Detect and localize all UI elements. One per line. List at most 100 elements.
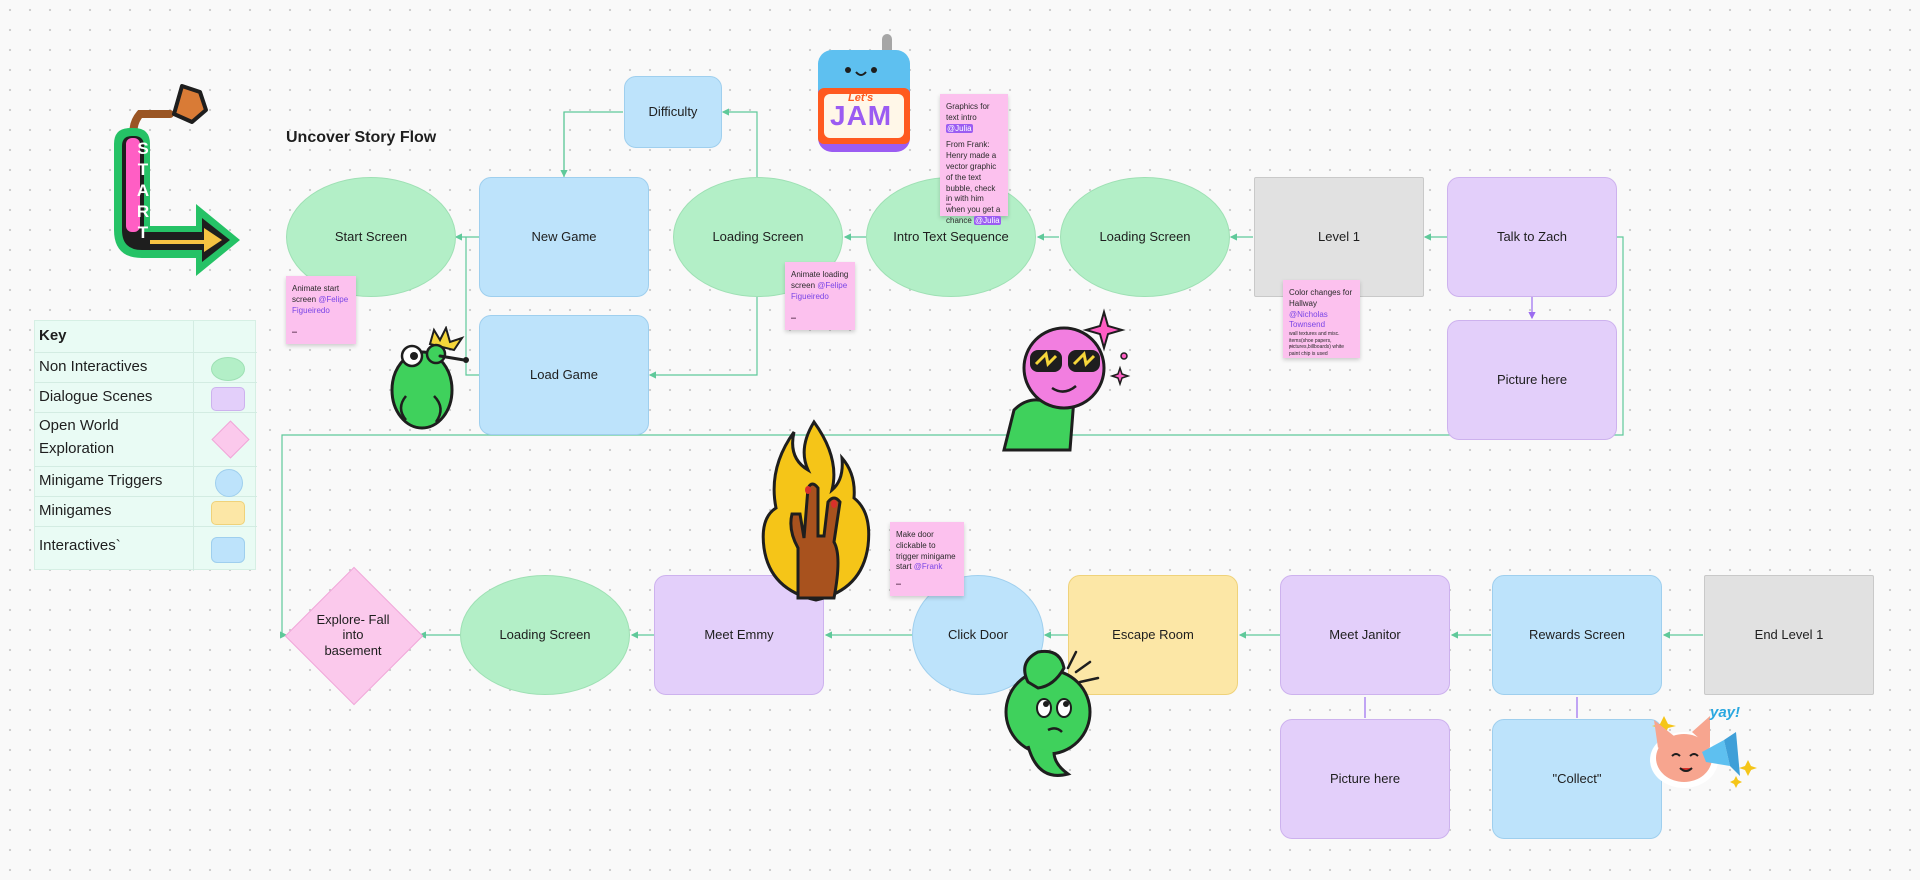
frog-crown-sticker[interactable]: [376, 326, 472, 432]
cool-sunglasses-sticker[interactable]: [1000, 306, 1140, 452]
start-letter: T: [137, 223, 149, 242]
sticky-author: ▬: [896, 581, 901, 588]
node-label: Loading Screen: [499, 626, 591, 642]
key-swatch-ellipse: [211, 357, 245, 381]
node-label: End Level 1: [1754, 626, 1824, 642]
node-loading-screen-2[interactable]: Loading Screen: [1060, 177, 1230, 297]
node-label: Talk to Zach: [1496, 228, 1568, 244]
key-swatch-circle: [215, 469, 243, 497]
key-label: Dialogue Scenes: [39, 388, 153, 405]
node-difficulty[interactable]: Difficulty: [624, 76, 722, 148]
node-label: Intro Text Sequence: [893, 228, 1009, 244]
key-divider: [193, 321, 194, 571]
node-label: Difficulty: [648, 103, 698, 119]
diagram-title: Uncover Story Flow: [286, 129, 437, 146]
sticky-mention-2: @Julia: [974, 215, 1001, 225]
node-explore-fall[interactable]: Explore- Fall into basement: [284, 566, 424, 706]
sticky-small-text: wall textures and misc. items(shoe paper…: [1289, 331, 1345, 357]
sticky-mention: @Nicholas Townsend: [1289, 309, 1328, 330]
flame-rock-hand-sticker[interactable]: [758, 418, 874, 604]
key-title: Key: [39, 327, 67, 344]
sticky-text: Animate start screen: [292, 284, 340, 304]
key-swatch-rect: [211, 387, 245, 411]
node-end-level-1[interactable]: End Level 1: [1704, 575, 1874, 695]
node-label: Level 1: [1318, 228, 1360, 244]
start-sign-letters: S T A R T: [130, 138, 156, 243]
sticky-mention: @Frank: [913, 562, 943, 572]
sticky-text: Animate loading screen: [791, 270, 849, 290]
node-intro-text-sequence[interactable]: Intro Text Sequence: [866, 177, 1036, 297]
node-label: Rewards Screen: [1528, 626, 1626, 642]
key-swatch-rect: [211, 501, 245, 525]
node-rewards-screen[interactable]: Rewards Screen: [1492, 575, 1662, 695]
node-meet-emmy[interactable]: Meet Emmy: [654, 575, 824, 695]
node-label: Picture here: [1329, 770, 1401, 786]
node-label: Loading Screen: [1099, 228, 1191, 244]
connector-newgame-difficulty: [563, 111, 623, 177]
jam-jar-sticker[interactable]: [814, 32, 914, 156]
connector-loading-difficulty: [721, 108, 758, 177]
node-label: Explore- Fall into basement: [316, 611, 390, 658]
sticky-mention: @Felipe Figueiredo: [791, 280, 848, 301]
key-label: Open World Exploration: [39, 417, 119, 457]
node-label: Start Screen: [334, 228, 408, 244]
node-label: Meet Janitor: [1329, 626, 1401, 642]
sticky-animate-start[interactable]: Animate start screen @Felipe Figueiredo …: [286, 276, 356, 344]
node-talk-to-zach[interactable]: Talk to Zach: [1447, 177, 1617, 297]
start-letter: S: [137, 139, 149, 158]
yay-cat-sticker[interactable]: [1640, 686, 1760, 794]
node-label: New Game: [531, 228, 597, 244]
start-letter: A: [136, 181, 150, 200]
node-loading-screen-1[interactable]: Loading Screen: [673, 177, 843, 297]
jam-jar-main-text: JAM: [830, 100, 893, 131]
start-letter: R: [136, 202, 150, 221]
sticky-author: ▬: [946, 201, 951, 208]
key-row-minigame-triggers: Minigame Triggers: [35, 467, 257, 497]
node-label: Picture here: [1496, 371, 1568, 387]
key-legend[interactable]: Key Non Interactives Dialogue Scenes Ope…: [34, 320, 257, 571]
node-label: Load Game: [530, 366, 598, 382]
node-collect[interactable]: "Collect": [1492, 719, 1662, 839]
connector-loading-loadgame: [648, 297, 758, 379]
sticky-text: Graphics for text intro: [946, 102, 990, 122]
sticky-text: Color changes for Hallway: [1289, 288, 1353, 308]
yay-text: yay!: [1710, 704, 1741, 721]
node-load-game[interactable]: Load Game: [479, 315, 649, 435]
key-row-interactives: Interactives`: [35, 527, 257, 571]
node-label: Click Door: [948, 626, 1008, 642]
key-swatch-diamond: [211, 420, 250, 459]
key-label: Interactives`: [39, 537, 121, 554]
key-label: Minigame Triggers: [39, 472, 163, 489]
sticky-text: Make door clickable to trigger minigame …: [896, 530, 956, 572]
node-escape-room[interactable]: Escape Room: [1068, 575, 1238, 695]
key-row-non-interactives: Non Interactives: [35, 353, 257, 383]
sticky-animate-loading[interactable]: Animate loading screen @Felipe Figueired…: [785, 262, 855, 330]
sticky-mention: @Felipe Figueiredo: [292, 294, 349, 315]
jam-jar-small-text: Let's: [848, 92, 874, 104]
node-level-1[interactable]: Level 1: [1254, 177, 1424, 297]
sticky-color-changes[interactable]: Color changes for Hallway @Nicholas Town…: [1283, 280, 1360, 358]
node-label: "Collect": [1552, 770, 1602, 786]
thinking-green-sticker[interactable]: [998, 642, 1102, 784]
sticky-author: ▬: [292, 329, 297, 336]
node-picture-here-2[interactable]: Picture here: [1280, 719, 1450, 839]
sticky-mention: @Julia: [946, 123, 973, 133]
key-label: Non Interactives: [39, 358, 148, 375]
node-picture-here-1[interactable]: Picture here: [1447, 320, 1617, 440]
node-label: Meet Emmy: [704, 626, 774, 642]
key-row-minigames: Minigames: [35, 497, 257, 527]
key-row-dialogue: Dialogue Scenes: [35, 383, 257, 413]
key-row-open-world: Open World Exploration: [35, 413, 257, 467]
node-new-game[interactable]: New Game: [479, 177, 649, 297]
node-label: Loading Screen: [712, 228, 804, 244]
sticky-author: ▬: [1289, 343, 1294, 350]
sticky-graphics-intro[interactable]: Graphics for text intro @Julia From Fran…: [940, 94, 1008, 225]
node-loading-screen-3[interactable]: Loading Screen: [460, 575, 630, 695]
sticky-text-2: From Frank: Henry made a vector graphic …: [946, 140, 1001, 225]
key-label: Minigames: [39, 502, 112, 519]
start-sign-sticker[interactable]: [110, 80, 250, 290]
key-swatch-rect: [211, 537, 245, 563]
sticky-make-door[interactable]: Make door clickable to trigger minigame …: [890, 522, 964, 596]
node-label: Escape Room: [1112, 626, 1194, 642]
node-meet-janitor[interactable]: Meet Janitor: [1280, 575, 1450, 695]
